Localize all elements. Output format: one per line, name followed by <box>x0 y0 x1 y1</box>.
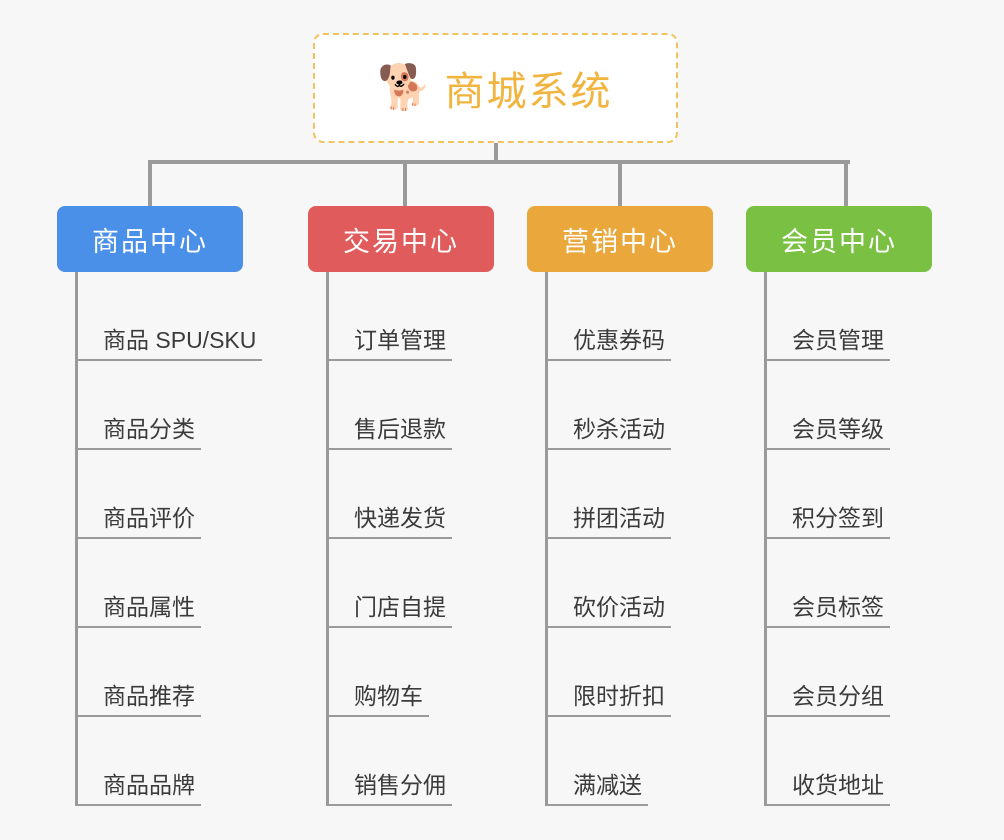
connector-drop-marketing-center <box>618 160 622 206</box>
leaf-item-label: 会员等级 <box>764 416 890 450</box>
leaf-item-label: 商品推荐 <box>75 683 201 717</box>
category-header-trade-center[interactable]: 交易中心 <box>308 206 494 272</box>
leaf-list-member-center: 会员管理会员等级积分签到会员标签会员分组收货地址 <box>746 272 932 806</box>
leaf-item-label: 满减送 <box>545 772 648 806</box>
leaf-item-label: 快递发货 <box>326 505 452 539</box>
leaf-item-label: 销售分佣 <box>326 772 452 806</box>
leaf-item[interactable]: 会员标签 <box>764 539 890 628</box>
leaf-item-label: 拼团活动 <box>545 505 671 539</box>
leaf-item[interactable]: 满减送 <box>545 717 648 806</box>
leaf-item[interactable]: 秒杀活动 <box>545 361 671 450</box>
category-header-member-center[interactable]: 会员中心 <box>746 206 932 272</box>
leaf-list-trade-center: 订单管理售后退款快递发货门店自提购物车销售分佣 <box>308 272 494 806</box>
leaf-item[interactable]: 限时折扣 <box>545 628 671 717</box>
leaf-item[interactable]: 商品属性 <box>75 539 201 628</box>
column-product-center: 商品中心商品 SPU/SKU 商品分类商品评价商品属性商品推荐商品品牌 <box>57 206 263 806</box>
leaf-item[interactable]: 订单管理 <box>326 272 452 361</box>
connector-horizontal-bus <box>150 160 850 164</box>
leaf-item[interactable]: 会员分组 <box>764 628 890 717</box>
shiba-dog-face-icon: 🐕 <box>377 63 432 112</box>
category-header-product-center[interactable]: 商品中心 <box>57 206 243 272</box>
leaf-item-label: 门店自提 <box>326 594 452 628</box>
leaf-item-label: 秒杀活动 <box>545 416 671 450</box>
leaf-item[interactable]: 门店自提 <box>326 539 452 628</box>
leaf-item-label: 会员分组 <box>764 683 890 717</box>
leaf-item-label: 积分签到 <box>764 505 890 539</box>
leaf-item[interactable]: 商品评价 <box>75 450 201 539</box>
root-node-shop-system[interactable]: 🐕 商城系统 <box>313 33 678 143</box>
leaf-item-label: 商品属性 <box>75 594 201 628</box>
leaf-item[interactable]: 商品品牌 <box>75 717 201 806</box>
connector-root-stem <box>494 143 498 164</box>
leaf-item-label: 会员管理 <box>764 327 890 361</box>
connector-drop-member-center <box>844 160 848 206</box>
leaf-item-label: 限时折扣 <box>545 683 671 717</box>
category-header-label: 商品中心 <box>92 226 208 257</box>
leaf-item[interactable]: 快递发货 <box>326 450 452 539</box>
leaf-item[interactable]: 砍价活动 <box>545 539 671 628</box>
leaf-item-label: 商品评价 <box>75 505 201 539</box>
leaf-item[interactable]: 销售分佣 <box>326 717 452 806</box>
leaf-item-label: 商品分类 <box>75 416 201 450</box>
leaf-item-label: 商品品牌 <box>75 772 201 806</box>
leaf-item[interactable]: 拼团活动 <box>545 450 671 539</box>
leaf-item[interactable]: 会员管理 <box>764 272 890 361</box>
column-member-center: 会员中心会员管理会员等级积分签到会员标签会员分组收货地址 <box>746 206 932 806</box>
leaf-item[interactable]: 售后退款 <box>326 361 452 450</box>
leaf-item-label: 收货地址 <box>764 772 890 806</box>
leaf-item[interactable]: 商品 SPU/SKU <box>75 272 263 361</box>
column-marketing-center: 营销中心优惠券码秒杀活动拼团活动砍价活动限时折扣满减送 <box>527 206 713 806</box>
category-header-label: 营销中心 <box>562 226 678 257</box>
leaf-item-label: 订单管理 <box>326 327 452 361</box>
leaf-item-label: 会员标签 <box>764 594 890 628</box>
leaf-list-marketing-center: 优惠券码秒杀活动拼团活动砍价活动限时折扣满减送 <box>527 272 713 806</box>
leaf-item[interactable]: 购物车 <box>326 628 429 717</box>
connector-drop-product-center <box>148 160 152 206</box>
leaf-item[interactable]: 收货地址 <box>764 717 890 806</box>
leaf-item-label: 优惠券码 <box>545 327 671 361</box>
category-header-label: 交易中心 <box>343 226 459 257</box>
root-node-title: 商城系统 <box>444 70 613 114</box>
category-header-label: 会员中心 <box>781 226 897 257</box>
leaf-item-label: 砍价活动 <box>545 594 671 628</box>
leaf-item[interactable]: 商品分类 <box>75 361 201 450</box>
leaf-item[interactable]: 优惠券码 <box>545 272 671 361</box>
leaf-item[interactable]: 会员等级 <box>764 361 890 450</box>
leaf-item-label: 购物车 <box>326 683 429 717</box>
leaf-item-label: 售后退款 <box>326 416 452 450</box>
connector-drop-trade-center <box>403 160 407 206</box>
leaf-item[interactable]: 积分签到 <box>764 450 890 539</box>
leaf-list-product-center: 商品 SPU/SKU 商品分类商品评价商品属性商品推荐商品品牌 <box>57 272 263 806</box>
leaf-item[interactable]: 商品推荐 <box>75 628 201 717</box>
category-header-marketing-center[interactable]: 营销中心 <box>527 206 713 272</box>
column-trade-center: 交易中心订单管理售后退款快递发货门店自提购物车销售分佣 <box>308 206 494 806</box>
leaf-item-label: 商品 SPU/SKU <box>75 327 263 361</box>
